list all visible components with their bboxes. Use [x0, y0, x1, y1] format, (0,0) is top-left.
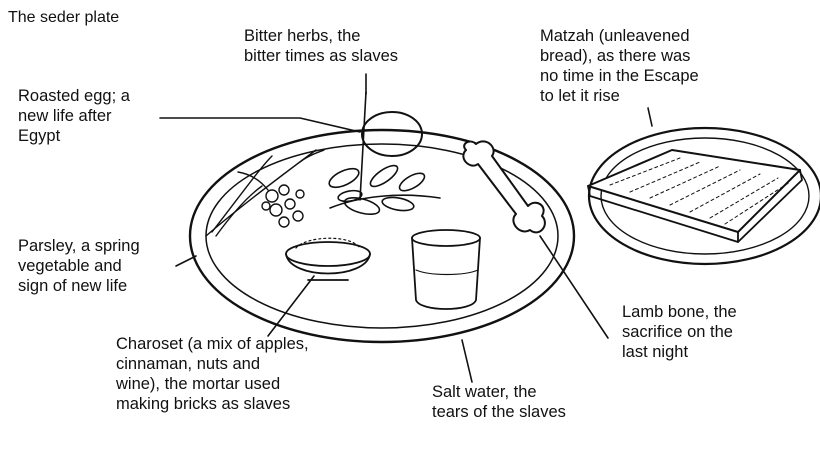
- label-bitter-herbs: Bitter herbs, the bitter times as slaves: [244, 26, 398, 66]
- main-plate: [188, 128, 576, 344]
- label-line: vegetable and: [18, 257, 122, 275]
- label-line: Lamb bone, the: [622, 303, 737, 321]
- label-salt-water: Salt water, the tears of the slaves: [432, 382, 566, 422]
- label-line: new life after: [18, 107, 112, 125]
- label-line: making bricks as slaves: [116, 395, 291, 413]
- bitter-herbs: [328, 91, 441, 216]
- label-line: no time in the Escape: [540, 67, 699, 85]
- label-line: to let it rise: [540, 87, 620, 105]
- label-matzah: Matzah (unleavened bread), as there was …: [540, 26, 699, 106]
- label-line: bitter times as slaves: [244, 47, 399, 65]
- label-line: Matzah (unleavened: [540, 27, 690, 45]
- label-roasted-egg: Roasted egg; a new life after Egypt: [18, 86, 130, 146]
- charoset-bowl: [285, 237, 371, 281]
- label-charoset: Charoset (a mix of apples, cinnaman, nut…: [116, 334, 309, 414]
- label-line: last night: [622, 343, 689, 361]
- label-line: Egypt: [18, 127, 61, 145]
- label-line: Charoset (a mix of apples,: [116, 335, 309, 353]
- parsley: [205, 149, 325, 237]
- label-line: Parsley, a spring: [18, 237, 140, 255]
- label-line: Roasted egg; a: [18, 87, 130, 105]
- lamb-bone: [462, 140, 546, 234]
- leader-lines: [159, 73, 653, 383]
- label-line: bread), as there was: [540, 47, 691, 65]
- label-line: Salt water, the: [432, 383, 537, 401]
- label-lamb-bone: Lamb bone, the sacrifice on the last nig…: [622, 302, 737, 362]
- label-line: wine), the mortar used: [116, 375, 281, 393]
- label-parsley: Parsley, a spring vegetable and sign of …: [18, 236, 140, 296]
- diagram-title: The seder plate: [8, 9, 120, 26]
- label-line: sacrifice on the: [622, 323, 733, 341]
- matzah-plate: [587, 126, 820, 266]
- salt-water-glass: [411, 229, 481, 310]
- label-line: Bitter herbs, the: [244, 27, 361, 45]
- matzah: [587, 149, 803, 243]
- roasted-egg: [361, 111, 423, 157]
- label-line: tears of the slaves: [432, 403, 566, 421]
- label-line: cinnaman, nuts and: [116, 355, 261, 373]
- label-line: sign of new life: [18, 277, 128, 295]
